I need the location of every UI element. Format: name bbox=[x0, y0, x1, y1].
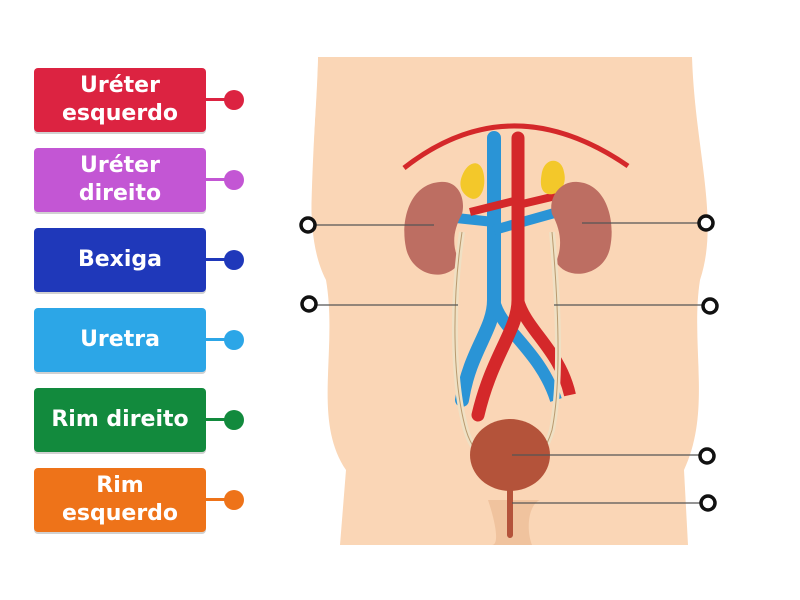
label-tile-uretra[interactable]: Uretra bbox=[34, 308, 206, 372]
target-ring-icon[interactable] bbox=[300, 295, 318, 313]
label-connector bbox=[206, 98, 232, 101]
drag-handle-dot[interactable] bbox=[224, 490, 244, 510]
torso-silhouette bbox=[311, 57, 708, 545]
body-torso bbox=[300, 57, 708, 545]
target-ring-icon[interactable] bbox=[697, 214, 715, 232]
renal-vein-right bbox=[492, 207, 560, 235]
vena-cava-branch-right bbox=[488, 298, 562, 402]
adrenal-gland-left bbox=[460, 163, 485, 199]
drag-handle-dot[interactable] bbox=[224, 330, 244, 350]
label-connector bbox=[206, 498, 232, 501]
crotch-shadow bbox=[488, 500, 540, 545]
kidney-left bbox=[404, 181, 464, 275]
label-text: Uretra bbox=[80, 327, 160, 352]
diaphragm-arc bbox=[402, 123, 630, 170]
drag-handle-dot[interactable] bbox=[224, 410, 244, 430]
drag-handle-dot[interactable] bbox=[224, 250, 244, 270]
renal-artery-right bbox=[517, 192, 557, 209]
kidney-right bbox=[551, 181, 612, 274]
label-connector bbox=[206, 418, 232, 421]
aorta-branch-right bbox=[512, 298, 576, 397]
aorta bbox=[469, 131, 576, 422]
label-text: Rim direito bbox=[51, 407, 189, 432]
label-tile-bexiga[interactable]: Bexiga bbox=[34, 228, 206, 292]
vena-cava bbox=[455, 131, 562, 407]
label-connector bbox=[206, 338, 232, 341]
target-ring-icon[interactable] bbox=[699, 494, 717, 512]
pointer-lines bbox=[316, 222, 702, 504]
label-connector bbox=[206, 178, 232, 181]
target-ring-icon[interactable] bbox=[701, 297, 719, 315]
label-connector bbox=[206, 258, 232, 261]
target-ring-icon[interactable] bbox=[698, 447, 716, 465]
drag-handle-dot[interactable] bbox=[224, 170, 244, 190]
renal-vein-left bbox=[455, 213, 495, 227]
target-ring-icon[interactable] bbox=[299, 216, 317, 234]
label-tile-rim-direito[interactable]: Rim direito bbox=[34, 388, 206, 452]
left-arm-shadow bbox=[300, 57, 318, 300]
drop-targets bbox=[299, 214, 719, 512]
bladder bbox=[470, 419, 550, 491]
renal-artery-left bbox=[469, 196, 519, 216]
label-text: Bexiga bbox=[77, 247, 162, 272]
drag-handle-dot[interactable] bbox=[224, 90, 244, 110]
adrenal-gland-right bbox=[540, 160, 565, 195]
